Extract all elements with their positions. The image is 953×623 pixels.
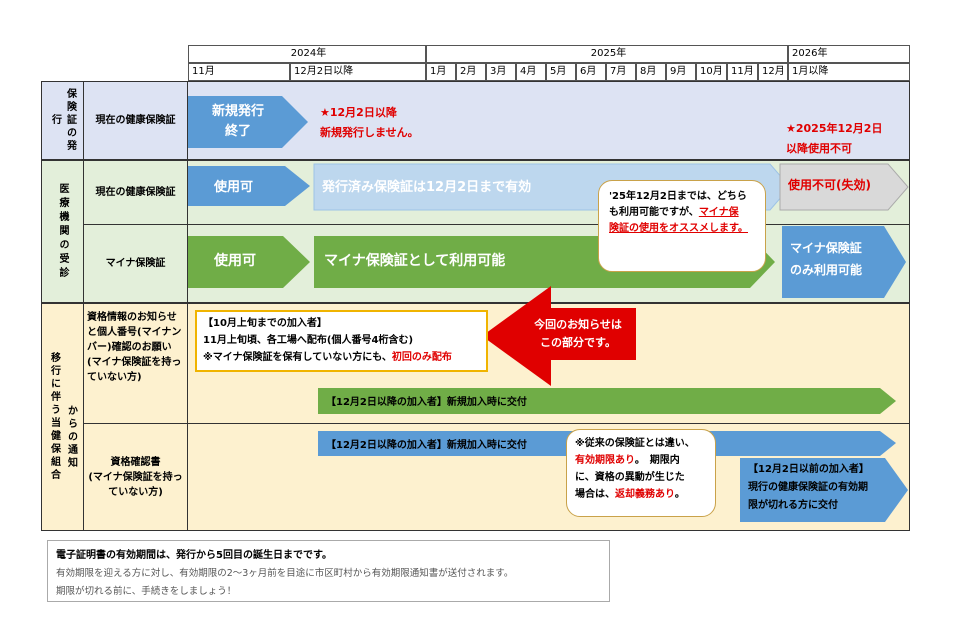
section-notice-label-a: 移行に伴う当健保組合 <box>48 352 60 482</box>
month-3: 3月 <box>486 63 516 81</box>
arrow-new-join-cert-label: 【12月2日以降の加入者】新規加入時に交付 <box>326 440 527 451</box>
box-early-members-line2a: ※マイナ保険証を保有していない方にも、 <box>203 352 392 363</box>
arrow-this-notice <box>482 286 636 386</box>
note-no-new-issue: ★12月2日以降 新規発行しません。 <box>320 103 419 143</box>
note-no-new-issue-line1: ★12月2日以降 <box>320 106 397 119</box>
footer-note: 電子証明書の有効期間は、発行から5回目の誕生日までです。 有効期限を迎える方に対… <box>47 540 610 602</box>
arrow-mynumber-only <box>782 226 906 298</box>
month-4: 4月 <box>516 63 546 81</box>
year-2026: 2026年 <box>788 45 910 63</box>
note-unusable-after: ★2025年12月2日 以降使用不可 <box>786 119 882 159</box>
arrow-issue-end <box>188 96 308 148</box>
arrow-invalid <box>779 163 909 211</box>
callout-expiry-line4a: 場合は、 <box>575 489 615 500</box>
arrow-issue-end-label: 新規発行 終了 <box>211 104 264 139</box>
arrow-invalid-label: 使用不可(失効) <box>788 178 871 192</box>
month-7: 7月 <box>606 63 636 81</box>
month-8: 8月 <box>636 63 666 81</box>
arrow-current-usable <box>188 166 310 206</box>
arrow-existing-members <box>740 458 908 522</box>
year-2024: 2024年 <box>188 45 426 63</box>
month-dec-2024: 12月2日以降 <box>290 63 426 81</box>
arrow-existing-members-line1: 【12月2日以前の加入者】 <box>748 464 869 475</box>
callout-recommend-line3: 険証の使用をオススメします。 <box>609 223 748 234</box>
arrow-this-notice-line1: 今回のお知らせは <box>534 318 622 331</box>
month-jan-2026: 1月以降 <box>788 63 910 81</box>
callout-recommend-line1: '25年12月2日までは、どちら <box>609 191 747 202</box>
arrow-mynumber-available-label: マイナ保険証として利用可能 <box>324 253 506 269</box>
month-nov-2024: 11月 <box>188 63 290 81</box>
note-unusable-after-line1: ★2025年12月2日 <box>786 122 883 135</box>
callout-recommend-line2b: マイナ保 <box>698 207 739 218</box>
month-6: 6月 <box>576 63 606 81</box>
callout-expiry-line3: に、資格の異動が生じた <box>575 472 685 483</box>
box-early-members: 【10月上旬までの加入者】 11月上旬頃、各工場へ配布(個人番号4桁含む) ※マ… <box>195 310 488 372</box>
arrow-mynumber-usable <box>188 236 310 288</box>
note-unusable-after-line2: 以降使用不可 <box>786 142 852 155</box>
callout-expiry-line4b: 返却義務あり <box>615 489 675 500</box>
arrow-mynumber-usable-label: 使用可 <box>214 253 256 269</box>
month-1: 1月 <box>426 63 456 81</box>
arrow-existing-members-label: 【12月2日以前の加入者】 現行の健康保険証の有効期 限が切れる方に交付 <box>748 461 869 515</box>
section-medical-visit-label: 医療機関の受診 <box>57 182 68 281</box>
callout-expiry-line1: ※従来の保険証とは違い、 <box>575 438 695 449</box>
arrow-new-join-notice-label: 【12月2日以降の加入者】新規加入時に交付 <box>326 397 527 408</box>
month-10: 10月 <box>696 63 727 81</box>
footer-note-line3: 期限が切れる前に、手続きをしましょう！ <box>56 586 237 597</box>
arrow-this-notice-label: 今回のお知らせは この部分です。 <box>525 316 631 352</box>
category-qualification-notice: 資格情報のお知らせと個人番号(マイナンバー)確認のお願い (マイナ保険証を持って… <box>84 303 188 424</box>
section-notice-label-b: からの通知 <box>65 404 77 470</box>
month-12: 12月 <box>758 63 788 81</box>
arrow-existing-members-line3: 限が切れる方に交付 <box>748 500 838 511</box>
footer-note-line2: 有効期限を迎える方に対し、有効期限の2～3ヶ月前を目途に市区町村から有効期限通知… <box>56 568 514 579</box>
callout-expiry: ※従来の保険証とは違い、 有効期限あり。 期限内 に、資格の異動が生じた 場合は… <box>566 429 716 517</box>
note-no-new-issue-line2: 新規発行しません。 <box>320 126 419 139</box>
callout-expiry-line2a: 有効期限あり <box>575 455 635 466</box>
section-issuance: 保険証の発行 <box>41 81 84 160</box>
arrow-new-join-notice <box>318 388 896 414</box>
month-11: 11月 <box>727 63 758 81</box>
section-issuance-label: 保険証の発行 <box>49 88 76 153</box>
callout-expiry-line2b: 。 期限内 <box>634 455 680 466</box>
footer-note-line1: 電子証明書の有効期間は、発行から5回目の誕生日までです。 <box>56 550 332 561</box>
category-eligibility-certificate: 資格確認書 (マイナ保険証を持っていない方) <box>84 424 188 531</box>
callout-recommend: '25年12月2日までは、どちら も利用可能ですが、マイナ保 険証の使用をオスス… <box>598 180 766 272</box>
section-medical-visit: 医療機関の受診 <box>41 160 84 303</box>
arrow-valid-until-label: 発行済み保険証は12月2日まで有効 <box>322 180 532 195</box>
section-notice: 移行に伴う当健保組合 からの通知 <box>41 303 84 531</box>
callout-expiry-line4c: 。 <box>674 489 685 500</box>
arrow-current-usable-label: 使用可 <box>214 180 254 195</box>
arrow-existing-members-line2: 現行の健康保険証の有効期 <box>748 482 868 493</box>
category-mynumber-card: マイナ保険証 <box>84 225 188 303</box>
box-early-members-line2b: 初回のみ配布 <box>391 352 452 363</box>
month-2: 2月 <box>456 63 486 81</box>
month-5: 5月 <box>546 63 576 81</box>
box-early-members-line1: 11月上旬頃、各工場へ配布(個人番号4桁含む) <box>203 335 414 346</box>
year-2025: 2025年 <box>426 45 788 63</box>
box-early-members-title: 【10月上旬までの加入者】 <box>203 318 327 329</box>
category-current-card-use: 現在の健康保険証 <box>84 160 188 225</box>
category-current-card-issue: 現在の健康保険証 <box>84 81 188 160</box>
arrow-mynumber-only-label: マイナ保険証 のみ利用可能 <box>790 241 863 277</box>
arrow-this-notice-line2: この部分です。 <box>540 336 616 349</box>
callout-recommend-line2a: も利用可能ですが、 <box>609 207 699 218</box>
month-9: 9月 <box>666 63 696 81</box>
row-issuance-area <box>188 81 910 160</box>
